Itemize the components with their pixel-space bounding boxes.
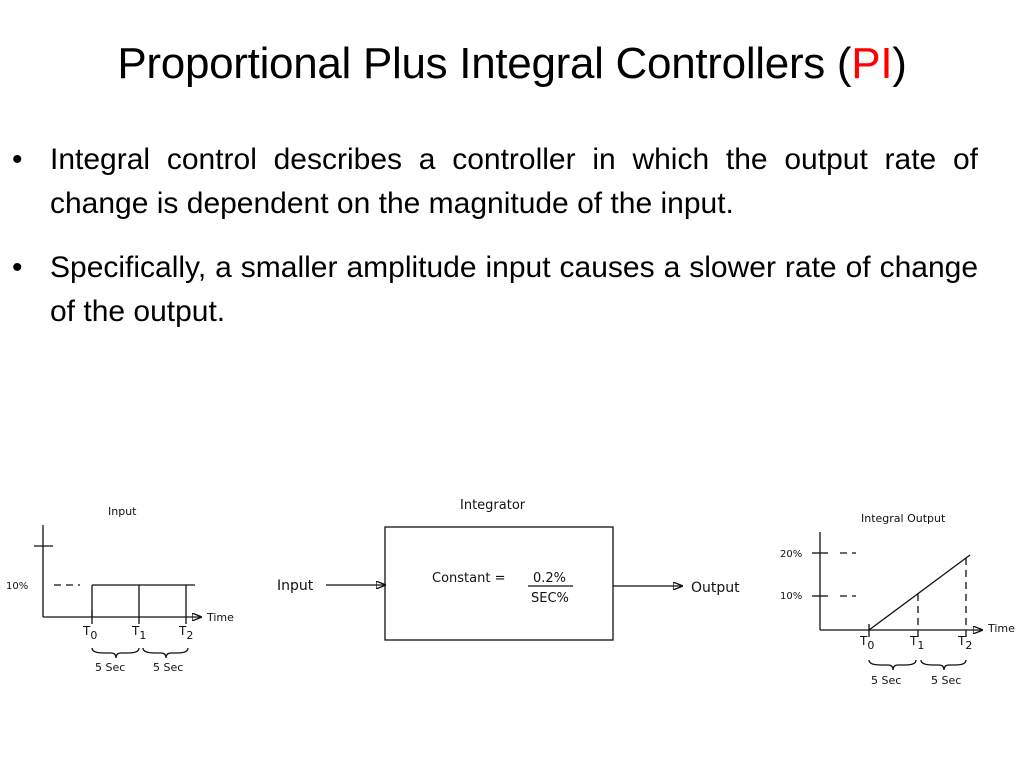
slide-title: Proportional Plus Integral Controllers (…: [0, 34, 1024, 94]
bullet-dot: •: [12, 251, 23, 284]
bullet-dot: •: [12, 143, 23, 176]
integral-control-diagram: Input 10% Time T0 T1 T2 5 Sec 5 Sec Inte…: [6, 498, 1015, 687]
bullet-list: • Integral control describes a controlle…: [10, 138, 978, 354]
output-t0-label: T0: [859, 634, 874, 652]
bullet-item: • Integral control describes a controlle…: [10, 138, 978, 226]
output-interval-label-1: 5 Sec: [871, 674, 901, 687]
output-graph: Integral Output 20% 10% Time T0 T1 T2 5 …: [780, 512, 1015, 687]
title-close: ): [892, 39, 907, 88]
integrator-input-label: Input: [277, 578, 314, 594]
output-y-label-high: 20%: [780, 549, 802, 560]
input-x-label: Time: [206, 611, 234, 624]
output-t1-label: T1: [909, 634, 924, 652]
output-x-label: Time: [987, 622, 1015, 635]
integrator-constant-label: Constant =: [432, 571, 505, 586]
integrator-title: Integrator: [460, 498, 526, 513]
input-t1-label: T1: [131, 624, 146, 642]
output-y-label-low: 10%: [780, 591, 802, 602]
input-interval-brace-2: [142, 647, 189, 659]
input-t2-label: T2: [178, 624, 193, 642]
input-y-label: 10%: [6, 581, 28, 592]
integrator-numerator: 0.2%: [533, 571, 566, 586]
input-interval-brace-1: [91, 647, 140, 659]
integrator-box: [384, 526, 614, 641]
integrator-block: Integrator Input Constant = 0.2% SEC% Ou…: [277, 498, 740, 641]
input-interval-label-1: 5 Sec: [95, 661, 125, 674]
integrator-output-label: Output: [691, 580, 740, 596]
bullet-item: • Specifically, a smaller amplitude inpu…: [10, 246, 978, 334]
input-interval-label-2: 5 Sec: [153, 661, 183, 674]
output-interval-label-2: 5 Sec: [931, 674, 961, 687]
integrator-denominator: SEC%: [531, 591, 569, 606]
input-graph-title: Input: [108, 505, 137, 518]
output-interval-brace-1: [868, 659, 917, 671]
title-main: Proportional Plus Integral Controllers (: [117, 39, 852, 88]
output-graph-title: Integral Output: [861, 512, 946, 525]
output-interval-brace-2: [920, 659, 967, 671]
output-ramp-line: [868, 554, 971, 631]
title-accent: PI: [851, 39, 893, 88]
input-graph: Input 10% Time T0 T1 T2 5 Sec 5 Sec: [6, 505, 234, 674]
bullet-text: Integral control describes a controller …: [50, 143, 978, 220]
bullet-text: Specifically, a smaller amplitude input …: [50, 251, 978, 328]
output-t2-label: T2: [957, 634, 972, 652]
input-t0-label: T0: [82, 624, 97, 642]
